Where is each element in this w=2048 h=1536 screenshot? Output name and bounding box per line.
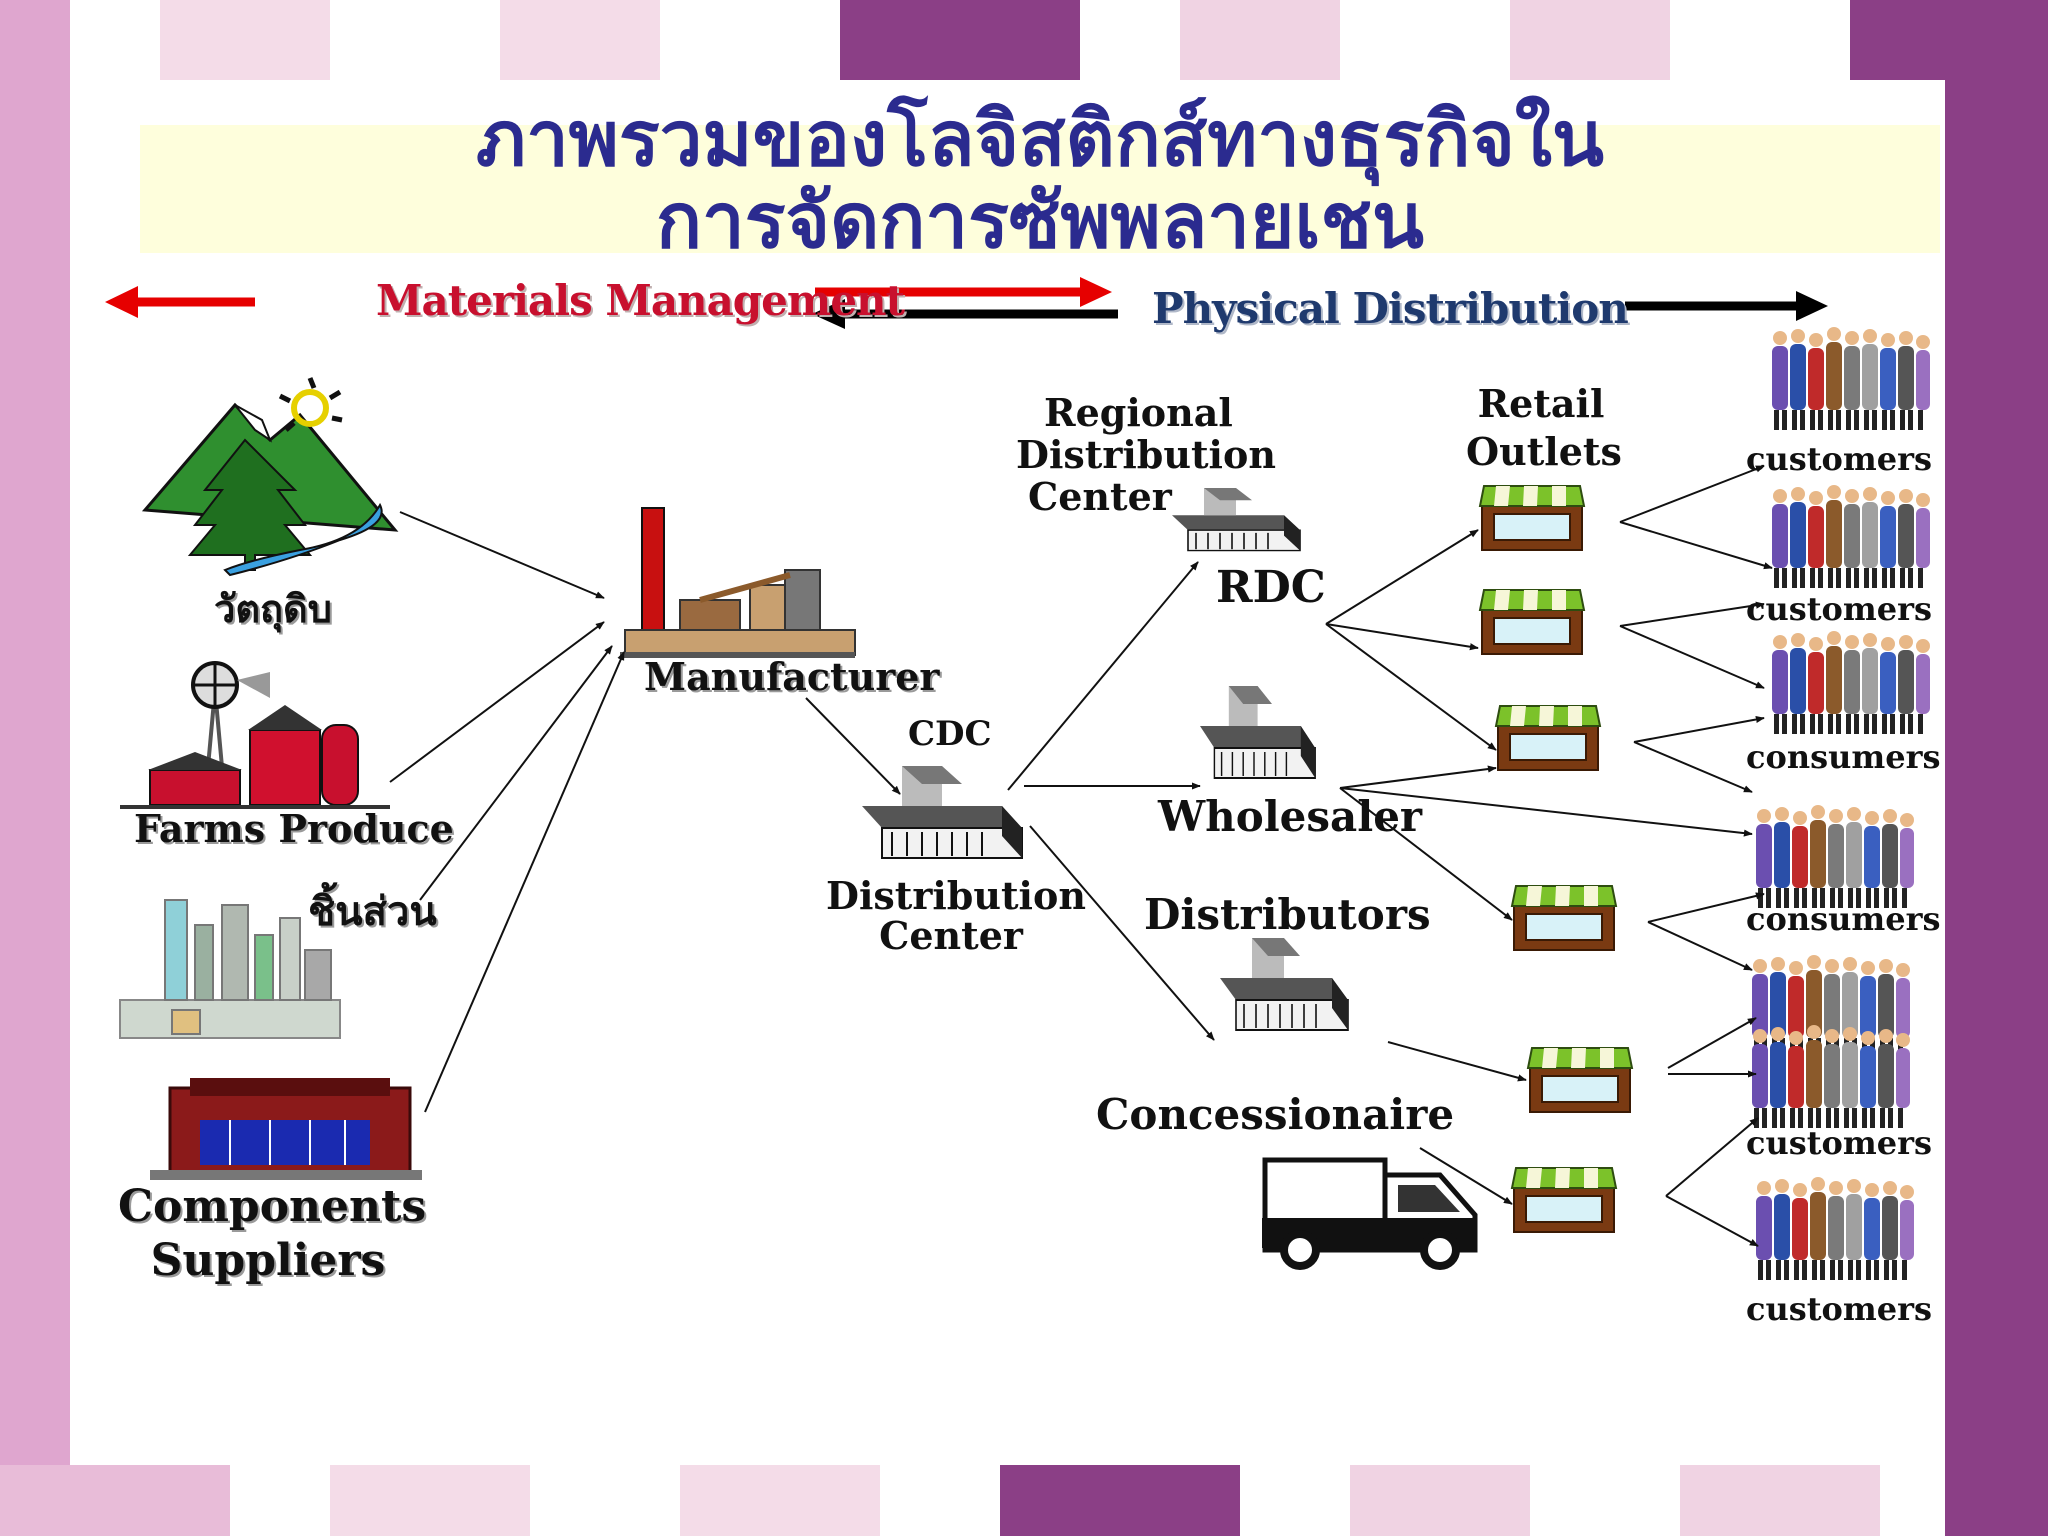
customers-crowd-icon-4 bbox=[1752, 1025, 1910, 1128]
bg-stripe-top-4 bbox=[1180, 0, 1340, 80]
bg-stripe-top-2 bbox=[500, 0, 660, 80]
rdc-label: RDC bbox=[1216, 562, 1326, 613]
bg-stripe-top-5 bbox=[1510, 0, 1670, 80]
retail-line-1: Retail bbox=[1477, 381, 1605, 426]
concessionaire-truck-icon bbox=[1262, 1157, 1478, 1270]
bg-stripe-left bbox=[0, 0, 70, 1536]
physical-distribution-arrow bbox=[812, 291, 1828, 329]
end-label-customers-4: customers bbox=[1746, 1290, 1932, 1328]
regional-line-3: Center bbox=[1028, 474, 1172, 519]
regional-line-1: Regional bbox=[1044, 390, 1233, 435]
bg-stripe-bottom-4 bbox=[1000, 1465, 1240, 1536]
bg-stripe-bottom-3 bbox=[680, 1465, 880, 1536]
materials-management-label: Materials Management bbox=[376, 276, 905, 325]
retail-outlets-label: Retail Outlets bbox=[1466, 380, 1622, 476]
physical-distribution-label: Physical Distribution bbox=[1152, 284, 1629, 333]
wholesaler-label: Wholesaler bbox=[1158, 792, 1423, 841]
slide-title: ภาพรวมของโลจิสติกส์ทางธุรกิจใน การจัดการ… bbox=[140, 98, 1940, 262]
consumers-crowd-icon-2 bbox=[1756, 805, 1914, 908]
materials-arrow bbox=[105, 277, 1112, 318]
consumers-crowd-icon-1 bbox=[1772, 631, 1930, 734]
bg-stripe-right bbox=[1945, 0, 2048, 1536]
bg-stripe-top-3 bbox=[840, 0, 1080, 80]
regional-line-2: Distribution bbox=[1016, 432, 1276, 477]
retail-outlet-icon-2 bbox=[1479, 589, 1585, 655]
distribution-center-line-2: Center bbox=[879, 913, 1023, 958]
raw-materials-label: วัตถุดิบ bbox=[214, 587, 332, 631]
parts-icon bbox=[119, 899, 341, 1039]
retail-outlet-icon-4 bbox=[1511, 885, 1617, 951]
bg-stripe-top-6 bbox=[1850, 0, 2048, 80]
end-label-customers-3: customers bbox=[1746, 1124, 1932, 1162]
end-label-customers-2: customers bbox=[1746, 590, 1932, 628]
components-label-line-1: Components bbox=[118, 1181, 427, 1232]
components-label-line-2: Suppliers bbox=[150, 1235, 386, 1286]
bg-stripe-bottom-1 bbox=[0, 1465, 230, 1536]
wholesaler-building-icon bbox=[1199, 685, 1317, 779]
distribution-center-label: Distribution Center bbox=[826, 873, 1086, 958]
retail-line-2: Outlets bbox=[1466, 429, 1622, 474]
farms-produce-icon bbox=[120, 661, 390, 809]
concessionaire-label: Concessionaire bbox=[1096, 1090, 1455, 1139]
customers-crowd-icon-2 bbox=[1772, 485, 1930, 588]
components-suppliers-icon bbox=[150, 1078, 422, 1180]
bg-stripe-bottom-5 bbox=[1350, 1465, 1530, 1536]
title-bar bbox=[140, 125, 1940, 253]
retail-outlet-icon-5 bbox=[1527, 1047, 1633, 1113]
bg-stripe-bottom-2 bbox=[330, 1465, 530, 1536]
distributors-building-icon bbox=[1219, 937, 1349, 1031]
distributors-label: Distributors bbox=[1144, 890, 1431, 939]
end-label-consumers-1: consumers bbox=[1746, 738, 1941, 776]
manufacturer-icon bbox=[620, 507, 856, 658]
end-label-customers-1: customers bbox=[1746, 440, 1932, 478]
bg-stripe-top-1 bbox=[160, 0, 330, 80]
distribution-center-line-1: Distribution bbox=[826, 873, 1086, 918]
regional-distribution-center-label: Regional Distribution Center bbox=[1016, 392, 1276, 518]
bg-stripe-bottom-6 bbox=[1680, 1465, 1880, 1536]
retail-outlet-icon-6 bbox=[1511, 1167, 1617, 1233]
end-label-consumers-2: consumers bbox=[1746, 900, 1941, 938]
cdc-label: CDC bbox=[908, 714, 992, 754]
flow-arrows bbox=[389, 465, 1773, 1247]
farms-produce-label: Farms Produce bbox=[134, 806, 454, 851]
retail-outlet-icon-3 bbox=[1495, 705, 1601, 771]
title-line-2: การจัดการซัพพลายเชน bbox=[656, 176, 1424, 265]
manufacturer-label: Manufacturer bbox=[644, 654, 940, 699]
raw-materials-icon bbox=[141, 377, 399, 577]
retail-outlet-icon-1 bbox=[1479, 485, 1585, 551]
customers-crowd-icon-5 bbox=[1756, 1177, 1914, 1280]
customers-crowd-icon-1 bbox=[1772, 327, 1930, 430]
components-suppliers-label: Components Suppliers bbox=[118, 1180, 427, 1288]
title-line-1: ภาพรวมของโลจิสติกส์ทางธุรกิจใน bbox=[476, 94, 1604, 183]
parts-label: ชิ้นส่วน bbox=[308, 889, 437, 935]
